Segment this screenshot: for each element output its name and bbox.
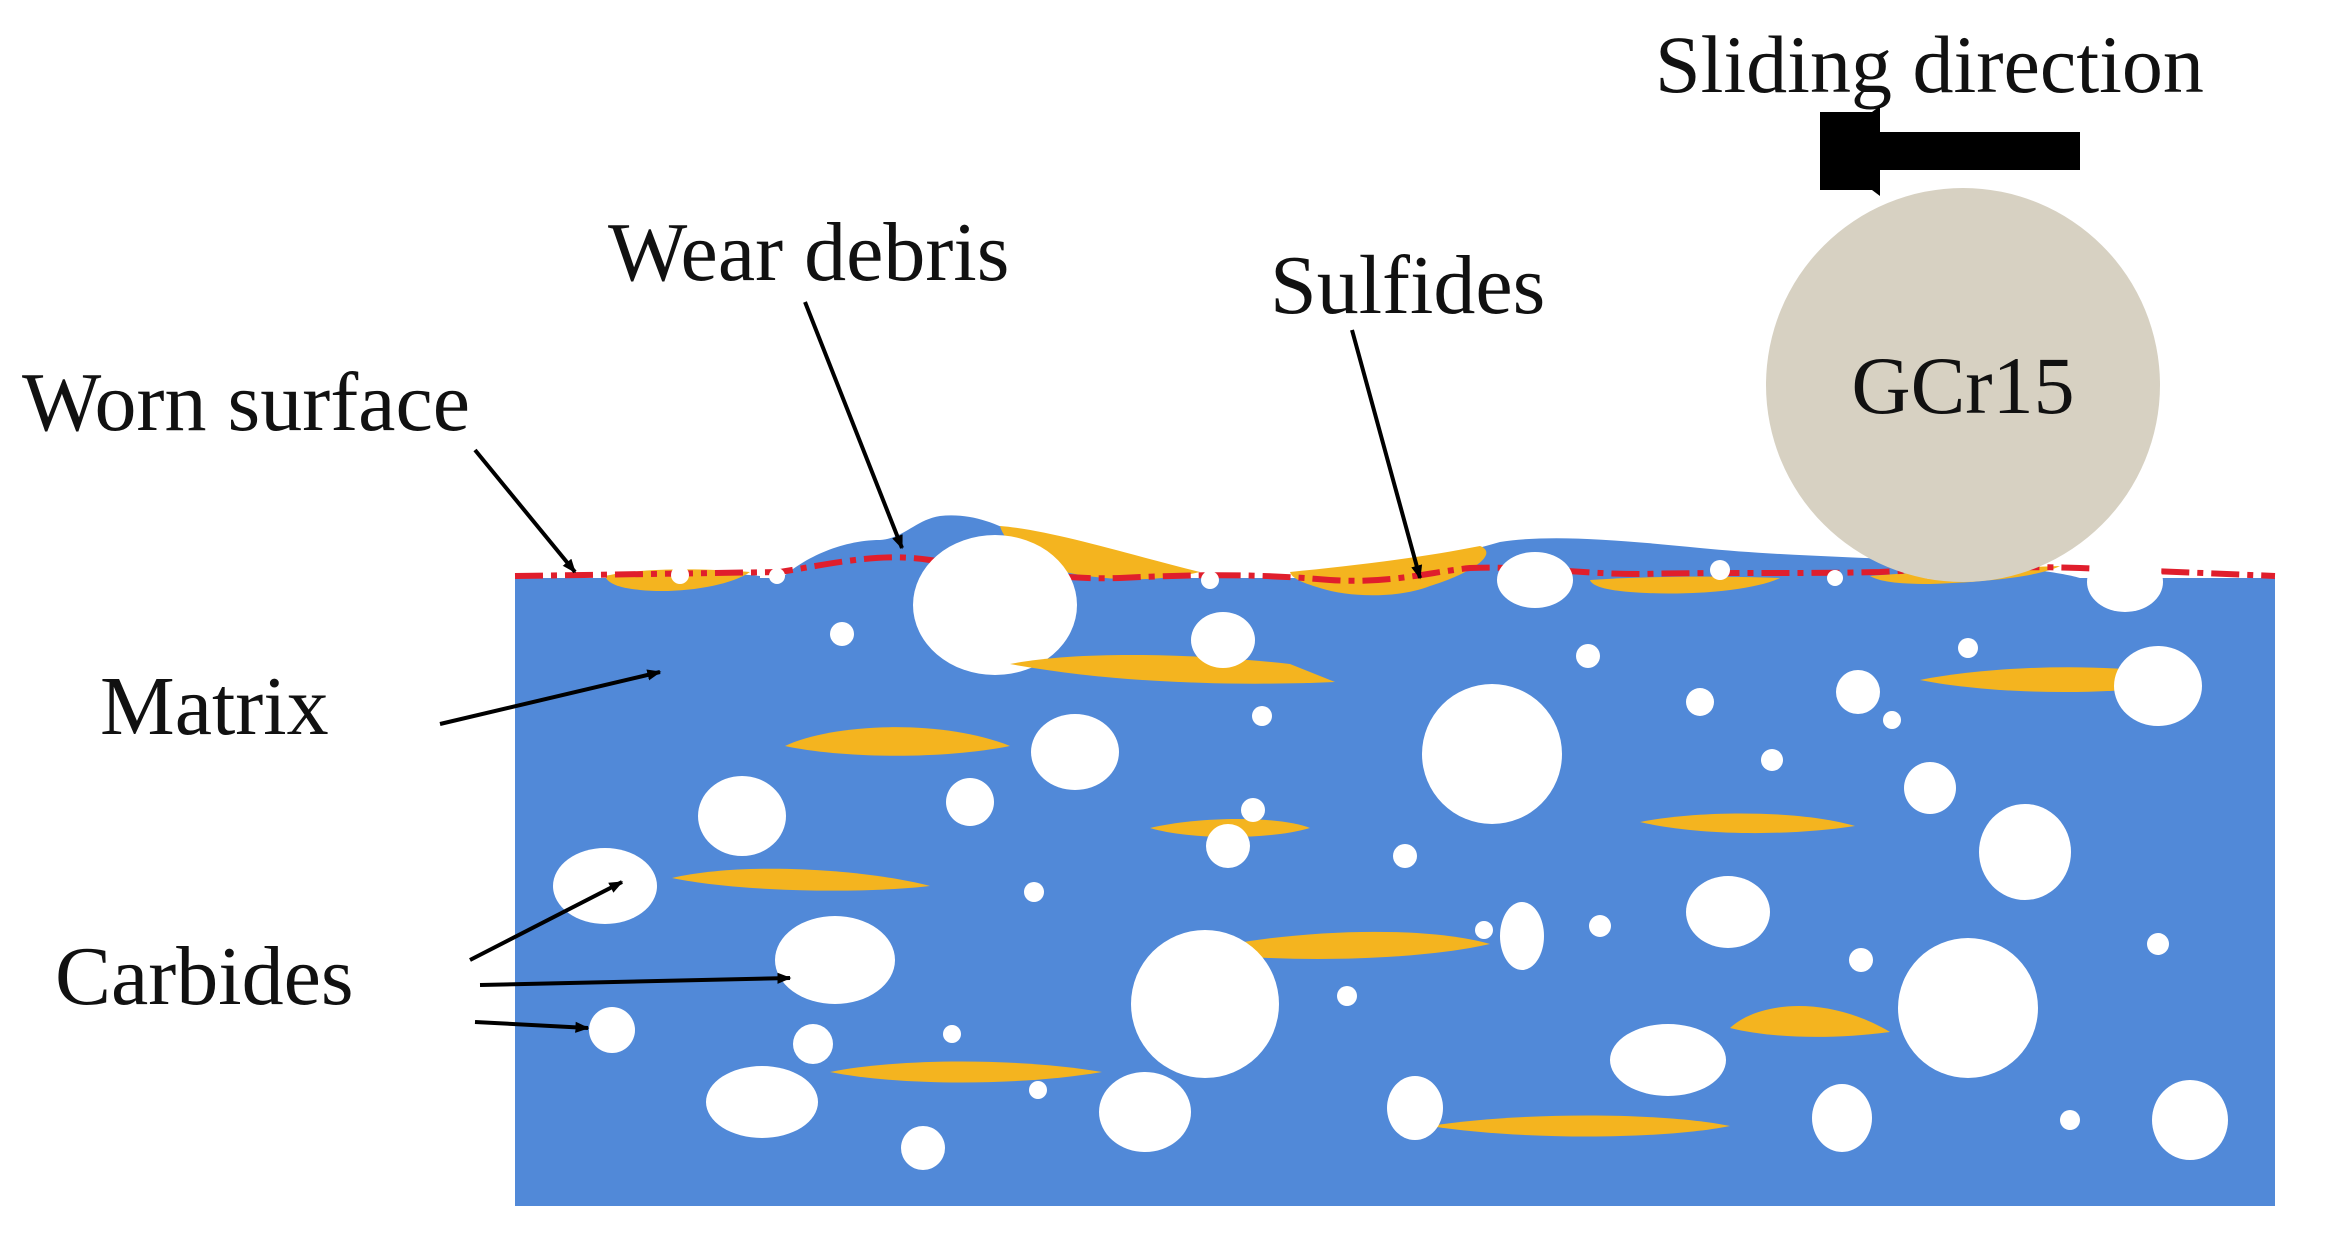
- surface-carbides: [671, 535, 2163, 675]
- left-arrow-icon: [1820, 112, 2080, 190]
- wear-debris-label: Wear debris: [608, 206, 1009, 299]
- sulfides-label: Sulfides: [1270, 239, 1545, 332]
- sulfides: [672, 654, 2200, 1137]
- carbides-label: Carbides: [55, 930, 354, 1023]
- matrix-label: Matrix: [100, 660, 329, 753]
- leader-arrows: [439, 301, 1423, 1033]
- wear-debris-arrow: [803, 301, 904, 550]
- worn-surface-arrow: [473, 448, 577, 574]
- carbides-arrow-3: [474, 1020, 590, 1033]
- sliding-direction-label: Sliding direction: [1655, 19, 2204, 110]
- matrix-arrow: [439, 669, 662, 726]
- carbides-arrow-2: [479, 972, 792, 987]
- sulfides-arrow: [1350, 329, 1423, 580]
- worn-surface-line: [514, 554, 2276, 584]
- left-arrow-head: [1820, 106, 1880, 196]
- carbides: [553, 612, 2228, 1170]
- carbides-arrow-1: [469, 880, 624, 962]
- gcr15-ball: [1766, 188, 2160, 582]
- worn-surface-label: Worn surface: [22, 356, 470, 449]
- ball-label: GCr15: [1851, 340, 2074, 431]
